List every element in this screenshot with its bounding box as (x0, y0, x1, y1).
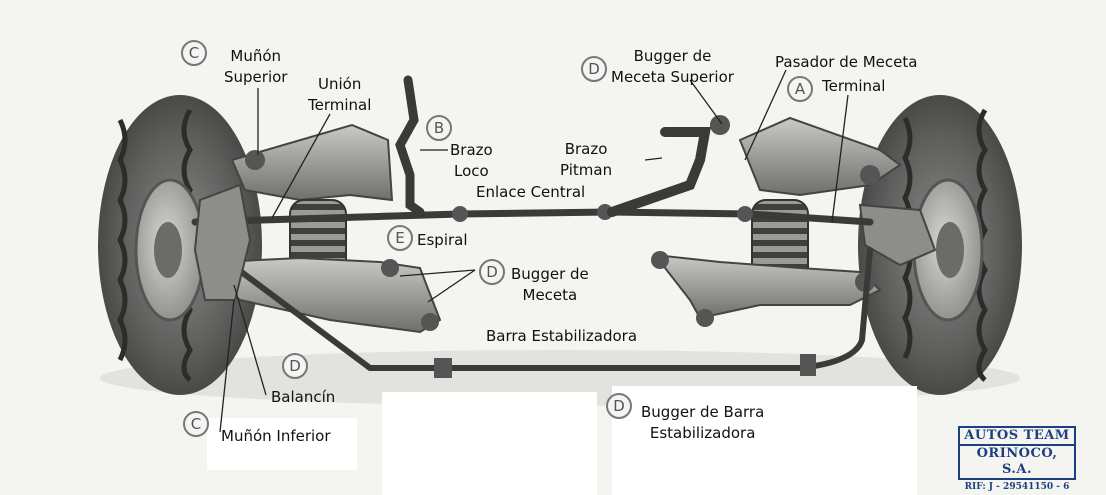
label-balancin: Balancín (271, 388, 336, 406)
left-upper-ball-joint (245, 150, 265, 170)
pitman-arm (607, 127, 711, 217)
right-knuckle (858, 203, 937, 267)
label-terminal: Terminal (822, 77, 886, 95)
badge-d-mid: D (479, 259, 505, 285)
badge-e: E (387, 225, 413, 251)
leader-lines (219, 69, 849, 433)
badge-d-left: D (282, 353, 308, 379)
badge-c-top: C (181, 40, 207, 66)
left-knuckle (193, 183, 252, 301)
logo-line-1: AUTOS TEAM (958, 426, 1076, 446)
label-patch-2 (612, 386, 917, 495)
logo-rif: RIF: J - 29541150 - 6 (964, 482, 1070, 492)
label-barra-estabilizadora: Barra Estabilizadora (486, 327, 638, 345)
logo-line-2: ORINOCO, S.A. (958, 446, 1076, 480)
left-upper-arm (230, 123, 394, 202)
right-upper-bushing (710, 115, 730, 135)
label-munon-inferior: Muñón Inferior (221, 427, 331, 445)
right-upper-arm (738, 116, 902, 197)
stabilizer-bushing-left (434, 358, 452, 378)
badge-d-top: D (581, 56, 607, 82)
left-tire (98, 95, 262, 395)
label-pasador-meceta: Pasador de Meceta (775, 53, 918, 71)
right-tire (858, 95, 1022, 395)
label-enlace-central: Enlace Central (476, 183, 586, 201)
badge-c-bottom: C (183, 411, 209, 437)
label-patch-1 (382, 392, 597, 495)
badge-d-bottom: D (606, 393, 632, 419)
company-logo: AUTOS TEAM ORINOCO, S.A. RIF: J - 295411… (958, 426, 1076, 493)
label-espiral: Espiral (417, 231, 468, 249)
badge-b: B (426, 115, 452, 141)
stabilizer-bushing-right (800, 354, 816, 376)
idler-arm (395, 75, 425, 217)
badge-a: A (787, 76, 813, 102)
label-patch-3 (207, 418, 357, 470)
